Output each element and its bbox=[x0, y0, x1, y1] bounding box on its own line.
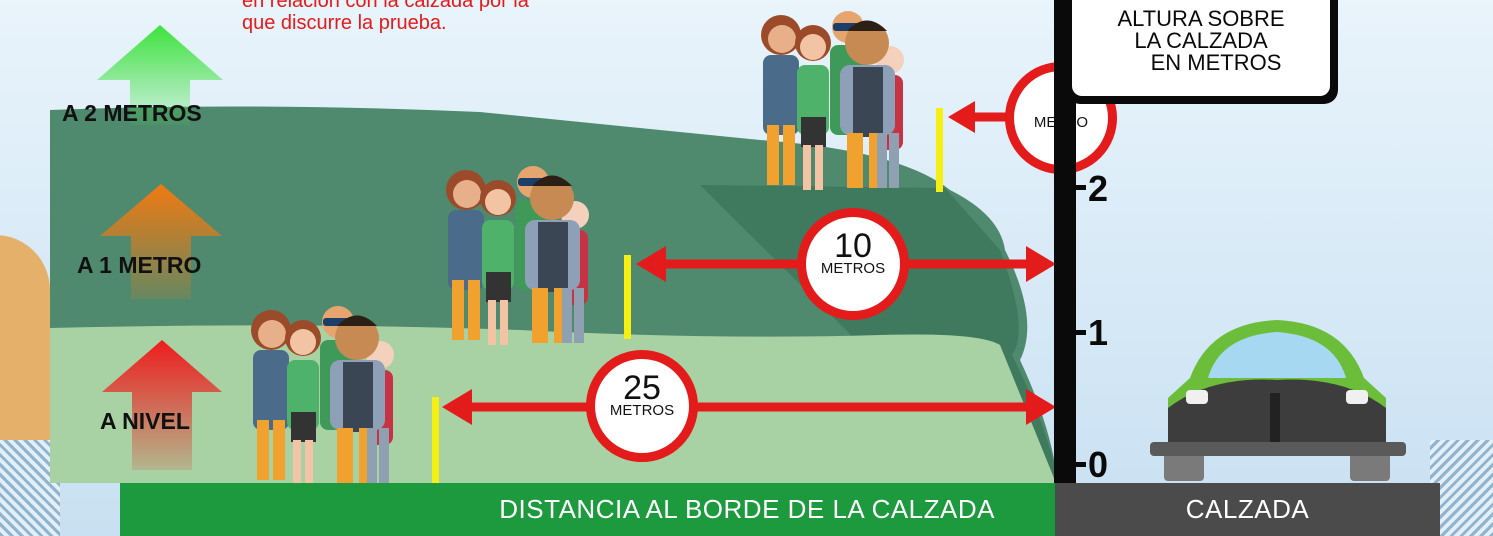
sign-line-1: ALTURA SOBRE bbox=[1117, 6, 1285, 31]
spectators-group-icon bbox=[251, 306, 394, 485]
scale-tick-label: 1 bbox=[1088, 312, 1109, 353]
arrow-head-left-icon bbox=[948, 101, 975, 133]
decorative-texture-right bbox=[1430, 440, 1493, 536]
level-label-two-meters: A 2 METROS bbox=[62, 100, 202, 126]
intro-line-1: en relación con la calzada por la bbox=[242, 0, 529, 12]
spectators-group-icon bbox=[446, 166, 589, 345]
intro-text: en relación con la calzada por la que di… bbox=[242, 0, 662, 34]
scale-tick-label: 2 bbox=[1088, 168, 1109, 209]
scale-tick bbox=[1070, 462, 1086, 467]
scale-tick-label: 0 bbox=[1088, 444, 1109, 485]
road-bar: CALZADA bbox=[1055, 483, 1440, 536]
arrow-head-left-icon bbox=[636, 246, 666, 282]
scale-tick bbox=[1070, 185, 1086, 190]
distance-to-road-label: DISTANCIA AL BORDE DE LA CALZADA bbox=[499, 494, 995, 524]
intro-line-2: que discurre la prueba. bbox=[242, 12, 447, 34]
arrow-head-right-icon bbox=[1026, 246, 1056, 282]
arrow-head-left-icon bbox=[442, 389, 472, 425]
distance-badge-unit: METROS bbox=[609, 402, 675, 419]
distance-to-road-bar: DISTANCIA AL BORDE DE LA CALZADA bbox=[120, 483, 1055, 536]
sign-line-3: EN METROS bbox=[1150, 50, 1282, 75]
level-label-one-meter: A 1 METRO bbox=[77, 252, 202, 278]
height-scale-pole bbox=[1054, 0, 1076, 486]
distance-badge-number: 25 bbox=[623, 369, 661, 407]
spectators-group-icon bbox=[761, 11, 904, 190]
scale-tick bbox=[1070, 330, 1086, 335]
distance-marker-line bbox=[432, 397, 439, 483]
distance-badge-25m: 25 METROS bbox=[586, 350, 698, 462]
height-sign: ALTURA SOBRE LA CALZADA EN METROS bbox=[1072, 0, 1330, 96]
distance-badge-10m: 10 METROS bbox=[797, 208, 909, 320]
level-arrow-up-orange-icon bbox=[100, 184, 222, 299]
level-arrow-up-red-icon bbox=[102, 340, 222, 470]
distance-marker-line bbox=[936, 108, 943, 192]
distance-badge-unit: METROS bbox=[820, 260, 886, 277]
level-arrow-up-green-icon bbox=[97, 25, 223, 125]
distance-marker-line bbox=[624, 255, 631, 339]
level-label-ground: A NIVEL bbox=[100, 408, 190, 434]
car-icon bbox=[1150, 320, 1406, 481]
road-label: CALZADA bbox=[1185, 494, 1310, 524]
sign-line-2: LA CALZADA bbox=[1134, 28, 1268, 53]
arrow-head-right-icon bbox=[1026, 389, 1056, 425]
distance-badge-number: 10 bbox=[834, 227, 872, 265]
